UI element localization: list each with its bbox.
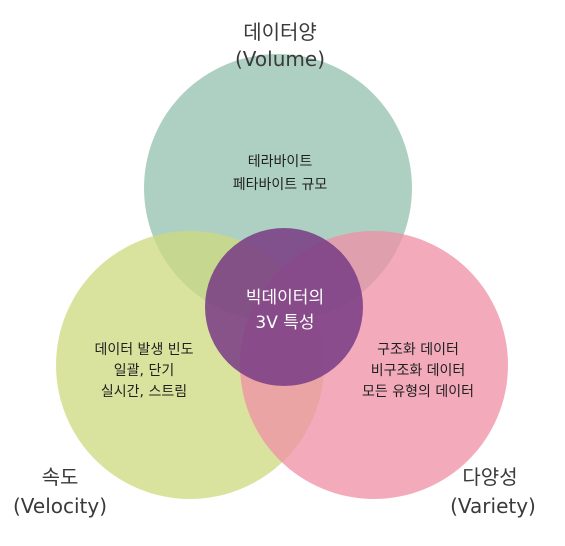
velocity-line-2: 일괄, 단기 [114, 363, 174, 379]
velocity-title-ko: 속도 [42, 465, 79, 489]
velocity-title-en: (Velocity) [13, 494, 107, 518]
velocity-line-1: 데이터 발생 빈도 [94, 342, 193, 358]
variety-title-ko: 다양성 [462, 465, 517, 489]
variety-line-2: 비구조화 데이터 [371, 363, 466, 379]
center-circle [205, 228, 363, 386]
velocity-line-3: 실시간, 스트림 [101, 384, 187, 400]
variety-title-en: (Variety) [450, 494, 536, 518]
volume-line-2: 페타바이트 규모 [233, 177, 328, 193]
volume-title-ko: 데이터양 [243, 20, 317, 44]
center-line-1: 빅데이터의 [246, 288, 324, 308]
variety-line-3: 모든 유형의 데이터 [362, 384, 474, 400]
center-line-2: 3V 특성 [255, 313, 314, 333]
volume-title-en: (Volume) [235, 47, 325, 71]
variety-line-1: 구조화 데이터 [377, 342, 459, 358]
volume-line-1: 테라바이트 [248, 154, 313, 170]
